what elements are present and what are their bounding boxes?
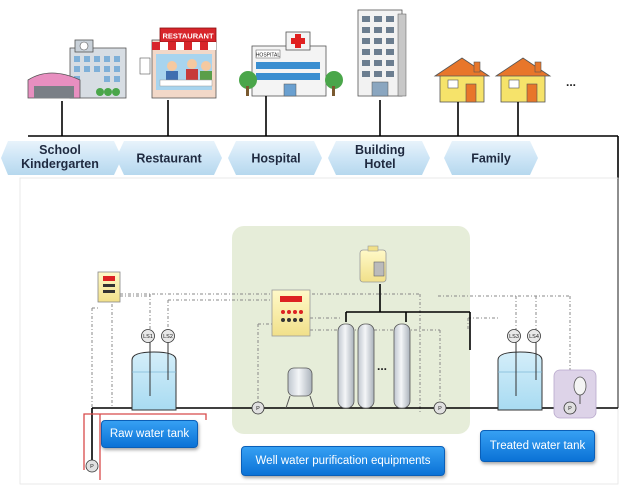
svg-text:School: School [39, 143, 81, 157]
filter-column [357, 323, 375, 409]
level-sensor-ls4: LS4 [527, 329, 541, 343]
drain-pipe [83, 413, 207, 470]
svg-text:Hotel: Hotel [364, 157, 395, 171]
purification-equipment-label: Well water purification equipments [241, 446, 445, 476]
school-icon [27, 39, 127, 99]
level-sensor-ls3: LS3 [507, 329, 521, 343]
filter-column [337, 323, 355, 409]
svg-text:Restaurant: Restaurant [136, 152, 202, 166]
transfer-pump: P [433, 401, 447, 415]
hospital-sign-text: HOSPITAL [256, 52, 281, 58]
svg-text:P: P [438, 406, 442, 412]
svg-text:Building: Building [355, 143, 405, 157]
house-icon [494, 57, 552, 103]
consumer-chevron-restaurant: Restaurant [116, 141, 222, 175]
filter-column [393, 323, 411, 409]
svg-text:P: P [256, 406, 260, 412]
treated-water-tank [497, 340, 543, 411]
consumer-chevron-family: Family [444, 141, 538, 175]
hotel-building-icon [357, 9, 407, 97]
raw-tank-control-panel [97, 271, 121, 303]
restaurant-sign-text: RESTAURANT [162, 32, 214, 41]
purification-control-panel [271, 289, 311, 337]
booster-pump-unit: P [553, 369, 597, 419]
svg-text:LS3: LS3 [509, 334, 519, 340]
raw-water-tank [131, 340, 177, 411]
level-sensor-ls1: LS1 [141, 329, 155, 343]
svg-text:LS2: LS2 [163, 334, 173, 340]
consumer-chevron-school: School Kindergarten [1, 141, 122, 175]
chemical-dosing-tank [359, 245, 387, 283]
consumer-chevron-hospital: Hospital [228, 141, 322, 175]
svg-text:Family: Family [471, 152, 511, 166]
treated-water-tank-label: Treated water tank [480, 430, 595, 462]
svg-text:P: P [90, 464, 94, 470]
restaurant-icon: RESTAURANT [139, 27, 217, 99]
svg-text:LS1: LS1 [143, 334, 153, 340]
hospital-icon: HOSPITAL [239, 31, 343, 97]
feed-pump: P [251, 401, 265, 415]
svg-text:Kindergarten: Kindergarten [21, 157, 99, 171]
svg-text:LS4: LS4 [529, 334, 539, 340]
raw-water-tank-label: Raw water tank [101, 420, 198, 448]
level-sensor-ls2: LS2 [161, 329, 175, 343]
control-wiring [91, 293, 571, 462]
more-consumers-ellipsis: ... [566, 75, 576, 89]
house-icon [433, 57, 491, 103]
consumer-chevron-building-hotel: Building Hotel [328, 141, 430, 175]
more-filters-ellipsis: ... [377, 359, 387, 373]
well-pump: P [85, 459, 99, 473]
svg-text:P: P [568, 406, 572, 412]
svg-text:Hospital: Hospital [251, 152, 300, 166]
pressure-vessel [285, 367, 315, 409]
